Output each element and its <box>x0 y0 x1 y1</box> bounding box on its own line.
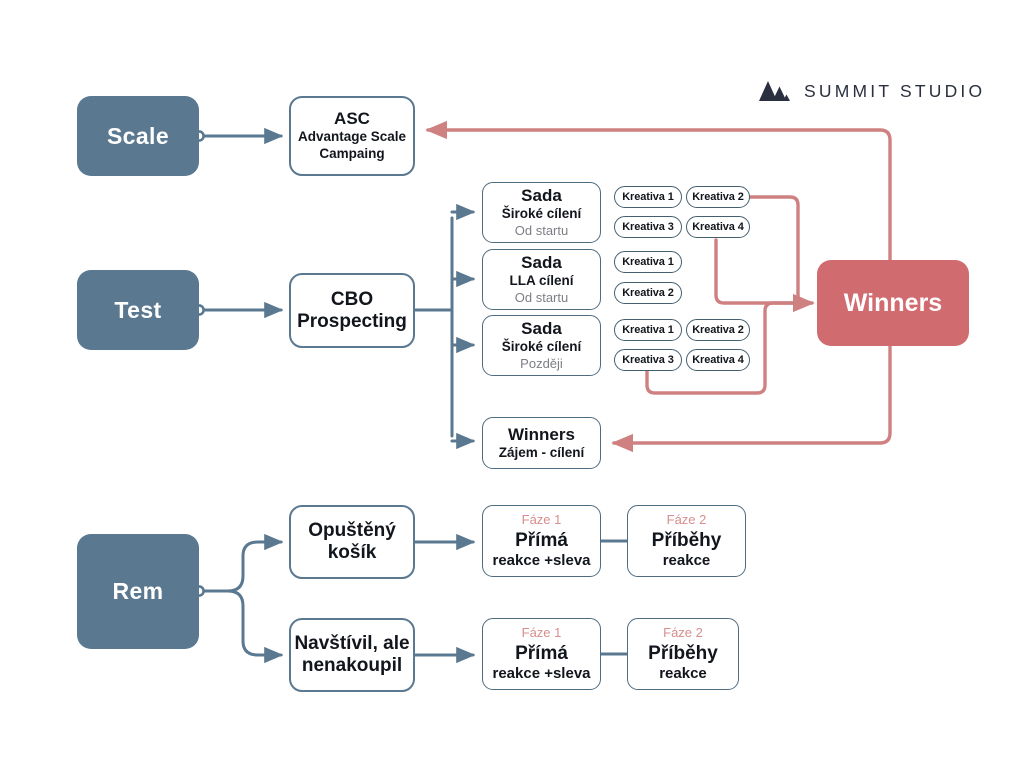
adset-2-targeting: LLA cílení <box>509 272 574 288</box>
phase-1-bottom-label: Fáze 1 <box>521 625 562 641</box>
creative-label: Kreativa 3 <box>622 354 674 366</box>
adset-1-timing: Od startu <box>514 222 569 238</box>
phase-box-2-top[interactable]: Fáze 2 Příběhy reakce <box>627 505 746 577</box>
creative-label: Kreativa 1 <box>622 256 674 268</box>
creative-pill-g1-4[interactable]: Kreativa 4 <box>686 216 750 238</box>
winners-box[interactable]: Winners <box>817 260 969 346</box>
adset-3-title: Sada <box>521 318 562 338</box>
adset-box-2[interactable]: Sada LLA cílení Od startu <box>482 249 601 310</box>
phase-box-1-bottom[interactable]: Fáze 1 Přímá reakce +sleva <box>482 618 601 690</box>
phase-1-top-label: Fáze 1 <box>521 512 562 528</box>
stage-label-test: Test <box>114 296 162 323</box>
adset-1-title: Sada <box>521 185 562 205</box>
edge-rem-to-audience-1 <box>226 533 284 593</box>
asc-subtitle-line2: Campaing <box>319 146 385 162</box>
phase-1-top-title: Přímá <box>515 530 568 552</box>
asc-subtitle-line1: Advantage Scale <box>297 129 407 145</box>
audience-box-1[interactable]: Opuštěný košík <box>289 505 415 579</box>
creative-pill-g1-3[interactable]: Kreativa 3 <box>614 216 682 238</box>
adset-box-1[interactable]: Sada Široké cílení Od startu <box>482 182 601 243</box>
creative-label: Kreativa 4 <box>692 221 744 233</box>
brand-logo: SUMMIT STUDIO <box>757 78 985 104</box>
phase-2-top-title: Příběhy <box>651 530 722 552</box>
phase-2-bottom-detail: reakce <box>659 664 707 682</box>
creative-pill-g3-1[interactable]: Kreativa 1 <box>614 319 682 341</box>
adset-2-timing: Od startu <box>514 289 569 305</box>
edge-creative-g3-to-winners <box>645 301 800 395</box>
edge-creative-g1-k2-to-winners <box>747 195 815 313</box>
creative-pill-g3-3[interactable]: Kreativa 3 <box>614 349 682 371</box>
creative-pill-g1-2[interactable]: Kreativa 2 <box>686 186 750 208</box>
stage-box-rem[interactable]: Rem <box>77 534 199 649</box>
creative-label: Kreativa 3 <box>622 221 674 233</box>
phase-2-bottom-title: Příběhy <box>648 643 718 665</box>
winners-adset-targeting: Zájem - cílení <box>498 444 585 460</box>
winners-adset-title: Winners <box>508 424 575 444</box>
phase-1-bottom-title: Přímá <box>515 643 568 665</box>
adset-box-3[interactable]: Sada Široké cílení Později <box>482 315 601 376</box>
brand-name: SUMMIT STUDIO <box>804 80 986 101</box>
audience-2-line2: nenakoupil <box>301 655 403 676</box>
creative-label: Kreativa 4 <box>692 354 744 366</box>
phase-1-top-detail: reakce +sleva <box>492 551 591 569</box>
campaign-box-cbo[interactable]: CBO Prospecting <box>289 273 415 348</box>
phase-box-2-bottom[interactable]: Fáze 2 Příběhy reakce <box>627 618 739 690</box>
audience-2-line1: Navštívil, ale <box>294 633 410 655</box>
creative-label: Kreativa 2 <box>692 191 744 203</box>
creative-pill-g2-2[interactable]: Kreativa 2 <box>614 282 682 304</box>
audience-1-line2: košík <box>327 542 377 563</box>
stage-box-scale[interactable]: Scale <box>77 96 199 176</box>
adset-3-timing: Později <box>520 355 563 371</box>
cbo-title-line1: CBO <box>330 288 374 310</box>
edge-creative-g1-k4-to-winners <box>714 238 800 305</box>
creative-label: Kreativa 1 <box>622 324 674 336</box>
stage-box-test[interactable]: Test <box>77 270 199 350</box>
campaign-box-asc[interactable]: ASC Advantage Scale Campaing <box>289 96 415 176</box>
phase-2-bottom-label: Fáze 2 <box>663 625 703 641</box>
stage-label-rem: Rem <box>112 578 164 604</box>
adset-3-targeting: Široké cílení <box>501 338 582 354</box>
creative-pill-g3-4[interactable]: Kreativa 4 <box>686 349 750 371</box>
cbo-title-line2: Prospecting <box>297 310 407 332</box>
winners-label: Winners <box>843 288 943 317</box>
mountain-icon <box>759 81 790 101</box>
stage-label-scale: Scale <box>106 122 170 149</box>
creative-label: Kreativa 2 <box>622 287 674 299</box>
creative-label: Kreativa 1 <box>622 191 674 203</box>
phase-1-bottom-detail: reakce +sleva <box>492 664 591 682</box>
phase-2-top-label: Fáze 2 <box>666 512 707 528</box>
asc-title: ASC <box>334 109 370 129</box>
audience-box-2[interactable]: Navštívil, ale nenakoupil <box>289 618 415 692</box>
edge-rem-to-audience-2 <box>226 589 284 664</box>
phase-box-1-top[interactable]: Fáze 1 Přímá reakce +sleva <box>482 505 601 577</box>
adset-1-targeting: Široké cílení <box>501 205 582 221</box>
creative-label: Kreativa 2 <box>692 324 744 336</box>
adset-2-title: Sada <box>521 252 562 272</box>
creative-pill-g2-1[interactable]: Kreativa 1 <box>614 251 682 273</box>
audience-1-line1: Opuštěný <box>308 520 396 542</box>
phase-2-top-detail: reakce <box>662 551 711 569</box>
creative-pill-g1-1[interactable]: Kreativa 1 <box>614 186 682 208</box>
creative-pill-g3-2[interactable]: Kreativa 2 <box>686 319 750 341</box>
adset-box-winners[interactable]: Winners Zájem - cílení <box>482 417 601 469</box>
